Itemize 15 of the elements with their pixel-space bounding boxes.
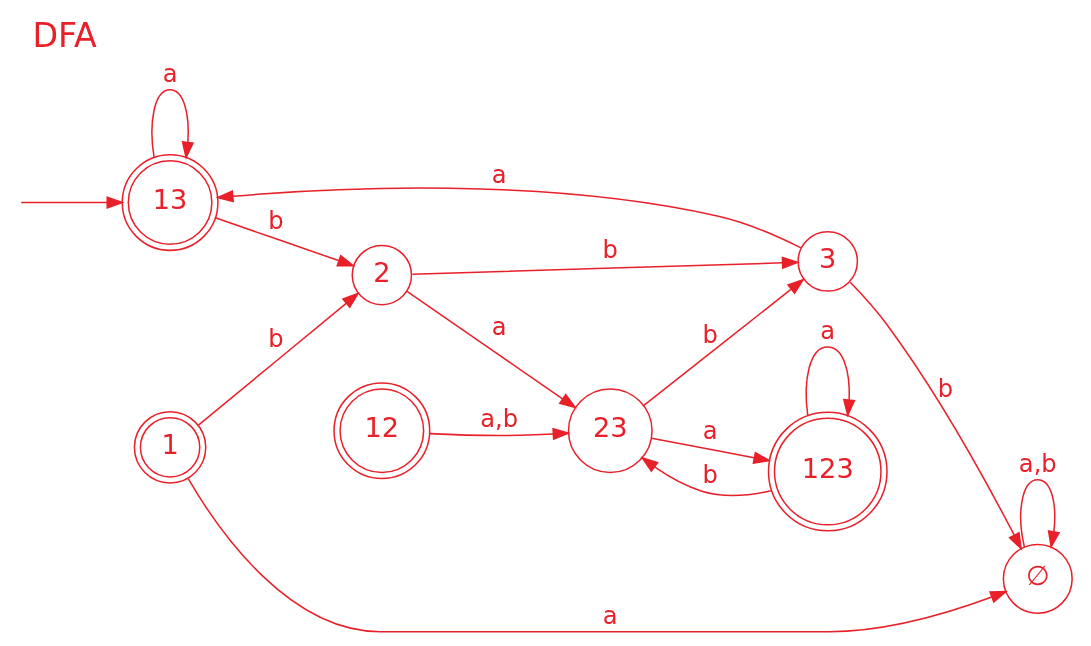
edge-label: a [702, 417, 718, 446]
edge-label: a [491, 313, 506, 342]
edge-label: b [701, 320, 718, 349]
diagram-title: DFA [31, 15, 97, 55]
edge-label: a [162, 60, 177, 88]
edge-label: b [267, 325, 284, 354]
edge-label: b [937, 375, 953, 404]
edge-label: a,b [1018, 449, 1057, 478]
edge-label: b [267, 207, 284, 236]
edge-label: b [701, 461, 718, 490]
edge-label: a [819, 317, 835, 346]
edge-label: a [491, 160, 506, 189]
edge-label: a [602, 601, 618, 630]
edge-label: b [602, 236, 618, 265]
edge-label: a,b [479, 405, 518, 434]
